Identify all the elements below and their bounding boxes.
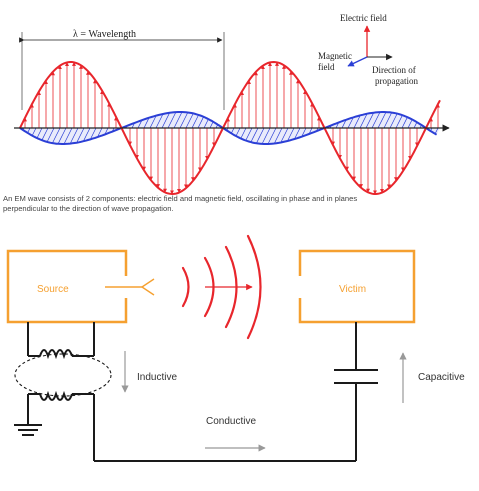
axes-legend: Electric field Magnetic field Direction … <box>318 13 418 86</box>
em-wave-caption: An EM wave consists of 2 components: ele… <box>3 194 473 214</box>
magnetic-hatch <box>179 112 189 129</box>
magnetic-hatch <box>97 127 103 138</box>
magnetic-hatch <box>197 116 204 129</box>
magnetic-hatch <box>389 113 398 129</box>
magnetic-hatch <box>371 111 381 129</box>
legend-direction-label-1: Direction of <box>372 65 416 75</box>
magnetic-hatch <box>359 113 368 129</box>
magnetic-hatch <box>173 111 183 129</box>
magnetic-hatch <box>143 117 150 129</box>
legend-magnetic-label-1: Magnetic <box>318 51 352 61</box>
magnetic-hatch <box>401 117 408 129</box>
magnetic-hatch <box>413 122 418 129</box>
coupling-ellipse <box>14 353 112 397</box>
magnetic-hatch <box>294 127 301 140</box>
magnetic-hatch <box>256 127 265 144</box>
magnetic-hatch <box>341 119 347 129</box>
conductive-wire <box>93 322 357 462</box>
magnetic-hatch <box>41 127 49 141</box>
magnetic-hatch <box>273 127 283 144</box>
electric-field-wave <box>19 60 441 196</box>
magnetic-hatch <box>149 115 157 129</box>
magnetic-hatch <box>185 113 194 129</box>
magnetic-hatch <box>63 127 73 145</box>
magnetic-hatch <box>69 127 79 144</box>
magnetic-hatch <box>31 127 37 136</box>
conductive-label: Conductive <box>206 416 256 427</box>
magnetic-hatch <box>347 117 354 129</box>
magnetic-hatch <box>203 118 209 129</box>
magnetic-hatch <box>36 127 43 139</box>
magnetic-hatch <box>377 111 387 129</box>
source-box <box>6 249 128 324</box>
ground-symbol <box>14 424 42 436</box>
capacitor-symbol <box>334 369 378 384</box>
legend-magnetic-label-2: field <box>318 62 335 72</box>
magnetic-hatch <box>261 127 271 145</box>
em-wave-figure: λ = Wavelength Electric field Magnetic f… <box>14 13 450 196</box>
magnetic-envelope <box>19 111 438 145</box>
inductive-label: Inductive <box>137 372 177 383</box>
magnetic-hatch <box>383 112 393 129</box>
magnetic-hatch <box>209 121 214 129</box>
caption-line-1: An EM wave consists of 2 components: ele… <box>3 194 358 203</box>
inductive-coupling-transformer <box>14 322 112 425</box>
emi-coupling-figure: Source Victim <box>6 234 465 462</box>
magnetic-hatch <box>287 127 295 142</box>
source-label: Source <box>37 284 69 295</box>
magnetic-hatch <box>280 127 289 143</box>
magnetic-hatch <box>235 127 241 137</box>
victim-box <box>298 249 416 324</box>
magnetic-hatch <box>161 112 170 129</box>
source-antenna <box>105 278 155 296</box>
magnetic-hatch <box>250 127 259 143</box>
legend-magnetic-arrow <box>347 56 368 67</box>
magnetic-hatch <box>155 113 164 129</box>
magnetic-hatch <box>267 127 277 145</box>
magnetic-hatch <box>434 127 439 134</box>
wavelength-label: λ = Wavelength <box>73 29 136 40</box>
magnetic-hatch <box>245 127 253 141</box>
magnetic-hatch <box>76 127 85 143</box>
magnetic-hatch <box>301 127 307 137</box>
victim-label: Victim <box>339 284 366 295</box>
electric-envelope <box>19 60 441 196</box>
magnetic-hatch <box>395 115 403 129</box>
magnetic-hatch <box>407 119 413 129</box>
magnetic-hatch <box>83 127 91 142</box>
magnetic-hatch <box>89 127 97 140</box>
capacitive-label: Capacitive <box>418 372 465 383</box>
caption-line-2: perpendicular to the direction of wave p… <box>3 204 174 213</box>
magnetic-hatch <box>240 127 247 139</box>
magnetic-hatch <box>191 114 199 129</box>
legend-electric-label: Electric field <box>340 13 387 23</box>
magnetic-hatch <box>46 127 55 143</box>
magnetic-hatch <box>52 127 61 144</box>
magnetic-hatch <box>57 127 67 144</box>
legend-direction-label-2: propagation <box>375 76 418 86</box>
magnetic-hatch <box>365 112 375 129</box>
magnetic-hatch <box>353 115 361 129</box>
magnetic-hatch <box>167 111 177 129</box>
